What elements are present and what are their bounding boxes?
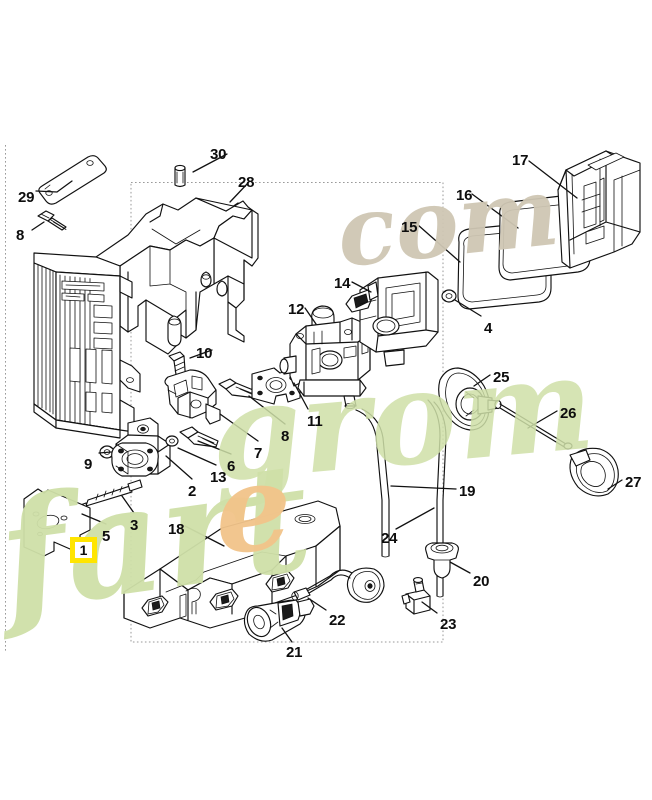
callout-24[interactable]: 24 — [381, 530, 398, 547]
part-11-carburetor-gasket — [251, 367, 301, 405]
callout-18[interactable]: 18 — [168, 521, 185, 538]
callout-11[interactable]: 11 — [307, 413, 323, 430]
callout-20[interactable]: 20 — [473, 573, 490, 590]
part-26-starter-rope — [499, 403, 573, 450]
part-cylinder-finned — [33, 252, 141, 439]
gasket-highlight-box[interactable]: 1 — [70, 537, 97, 563]
gasket-highlight-label: 1 — [79, 542, 88, 558]
part-choke-assembly — [164, 369, 221, 425]
callout-8-top[interactable]: 8 — [16, 227, 25, 244]
part-18-fuel-tank — [123, 500, 341, 629]
callout-5[interactable]: 5 — [102, 528, 111, 545]
part-14-air-filter-base — [345, 271, 439, 367]
part-22-fuel-pickup-body — [291, 567, 385, 603]
callout-14[interactable]: 14 — [334, 275, 351, 292]
callout-19[interactable]: 19 — [459, 483, 476, 500]
callout-10[interactable]: 10 — [196, 345, 213, 362]
part-17-air-filter-cover — [557, 150, 641, 269]
callout-17[interactable]: 17 — [512, 152, 529, 169]
callout-12[interactable]: 12 — [288, 301, 305, 318]
callout-30[interactable]: 30 — [210, 146, 227, 163]
callout-7[interactable]: 7 — [254, 445, 263, 462]
part-6-hex-screw — [179, 426, 219, 448]
callout-13[interactable]: 13 — [210, 469, 227, 486]
callout-26[interactable]: 26 — [560, 405, 577, 422]
part-13-washer — [165, 435, 179, 447]
tank-bosses — [141, 570, 295, 617]
callout-29[interactable]: 29 — [18, 189, 35, 206]
callout-9[interactable]: 9 — [84, 456, 93, 473]
part-29-cover-plate — [38, 155, 107, 205]
callout-22[interactable]: 22 — [329, 612, 346, 629]
callout-6[interactable]: 6 — [227, 458, 236, 475]
part-12-carburetor — [279, 305, 371, 409]
part-23-valve — [401, 577, 431, 615]
part-28-cylinder-shroud — [95, 197, 259, 355]
callout-3[interactable]: 3 — [130, 517, 139, 534]
part-25-starter-rope-rotor — [438, 367, 502, 431]
callout-15[interactable]: 15 — [401, 219, 418, 236]
part-27-starter-grip — [569, 447, 619, 497]
part-21-fuel-filter — [243, 598, 315, 642]
callout-25[interactable]: 25 — [493, 369, 510, 386]
part-8-screw-top — [37, 210, 67, 231]
part-19-fuel-hose — [355, 408, 390, 558]
part-20-grommet — [425, 542, 459, 579]
part-4-nut — [441, 289, 457, 303]
callout-27[interactable]: 27 — [625, 474, 642, 491]
callout-16[interactable]: 16 — [456, 187, 473, 204]
part-30-bushing — [174, 164, 186, 188]
callout-28[interactable]: 28 — [238, 174, 255, 191]
callout-2[interactable]: 2 — [188, 483, 197, 500]
part-2-intake-flange — [111, 417, 171, 477]
part-3-long-screw — [85, 479, 143, 507]
callout-4[interactable]: 4 — [484, 320, 493, 337]
callout-23[interactable]: 23 — [440, 616, 457, 633]
part-24-vent-hose — [427, 399, 447, 598]
callout-21[interactable]: 21 — [286, 644, 303, 661]
callout-8-mid[interactable]: 8 — [281, 428, 290, 445]
